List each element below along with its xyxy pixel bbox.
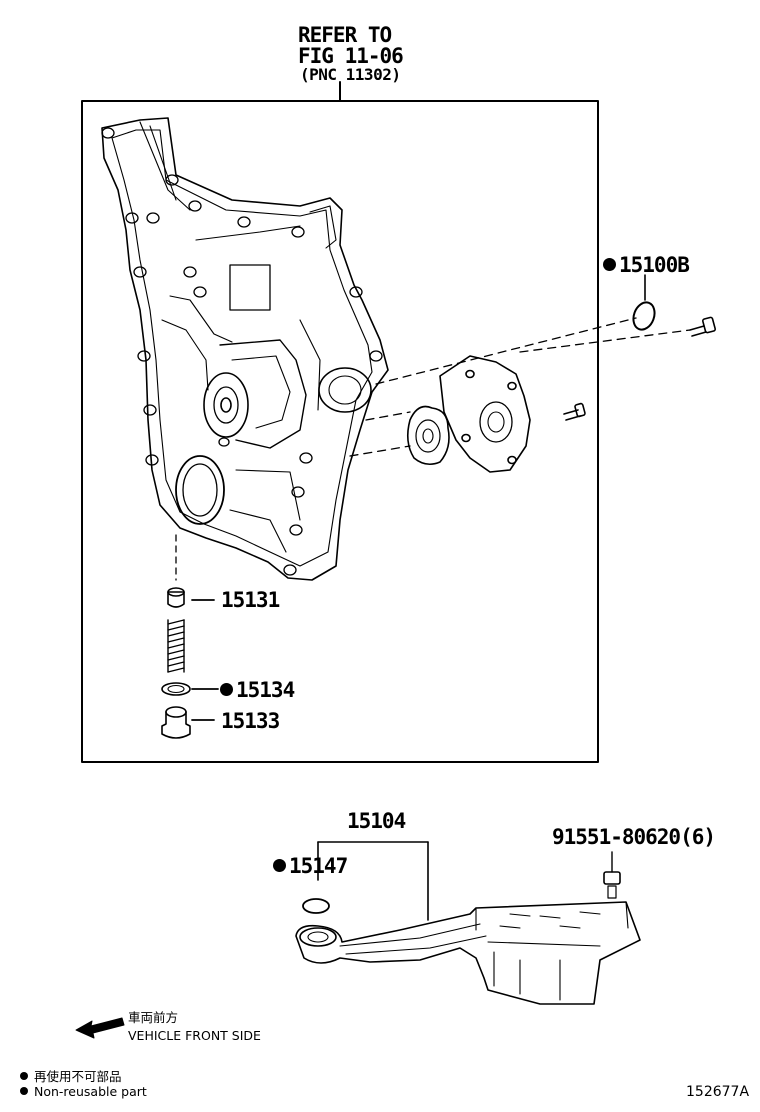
relief-valve-15131 xyxy=(167,587,185,608)
spring xyxy=(167,619,185,673)
legend-dot-icon xyxy=(20,1087,28,1095)
part-label-15100b[interactable]: 15100B xyxy=(603,255,690,276)
oil-pump-cover xyxy=(439,355,531,473)
assembly-frame xyxy=(81,100,599,763)
part-label-91551[interactable]: 91551-80620(6) xyxy=(552,825,716,849)
o-ring-15100b xyxy=(632,301,656,331)
legend-non-reusable-jp: 再使用不可部品 xyxy=(20,1066,122,1085)
front-direction-jp: 車両前方 xyxy=(128,1010,179,1025)
non-reusable-marker xyxy=(220,683,233,696)
timing-cover xyxy=(101,117,389,581)
refer-to-line1: REFER TO xyxy=(298,23,392,47)
arrow-left-icon xyxy=(75,1017,125,1039)
oil-pump-rotor xyxy=(406,405,450,466)
gasket-15134 xyxy=(161,682,191,696)
refer-to-line3: (PNC 11302) xyxy=(300,65,401,84)
gasket-15147 xyxy=(302,898,330,914)
legend-dot-icon xyxy=(20,1072,28,1080)
plug-15133 xyxy=(161,706,191,739)
bolt-91551 xyxy=(603,851,621,899)
refer-to-line2: FIG 11-06 xyxy=(298,44,404,68)
figure-code: 152677A xyxy=(686,1084,750,1100)
part-label-15104[interactable]: 15104 xyxy=(347,809,406,833)
bolt-right-upper xyxy=(689,316,716,337)
non-reusable-marker xyxy=(603,258,616,271)
part-label-15131[interactable]: 15131 xyxy=(221,588,280,612)
part-label-15133[interactable]: 15133 xyxy=(221,709,280,733)
water-pump-pulley-hub xyxy=(203,372,249,438)
part-label-15134[interactable]: 15134 xyxy=(220,680,295,701)
front-direction-en: VEHICLE FRONT SIDE xyxy=(128,1028,261,1043)
bolt-right-lower xyxy=(563,402,586,421)
crank-seal-bore xyxy=(175,455,225,525)
oil-strainer xyxy=(295,901,641,1005)
assembly-axes xyxy=(349,317,691,457)
legend-non-reusable-en: Non-reusable part xyxy=(20,1084,147,1099)
part-label-15147[interactable]: 15147 xyxy=(273,856,348,877)
leader-15104 xyxy=(317,841,429,921)
non-reusable-marker xyxy=(273,859,286,872)
